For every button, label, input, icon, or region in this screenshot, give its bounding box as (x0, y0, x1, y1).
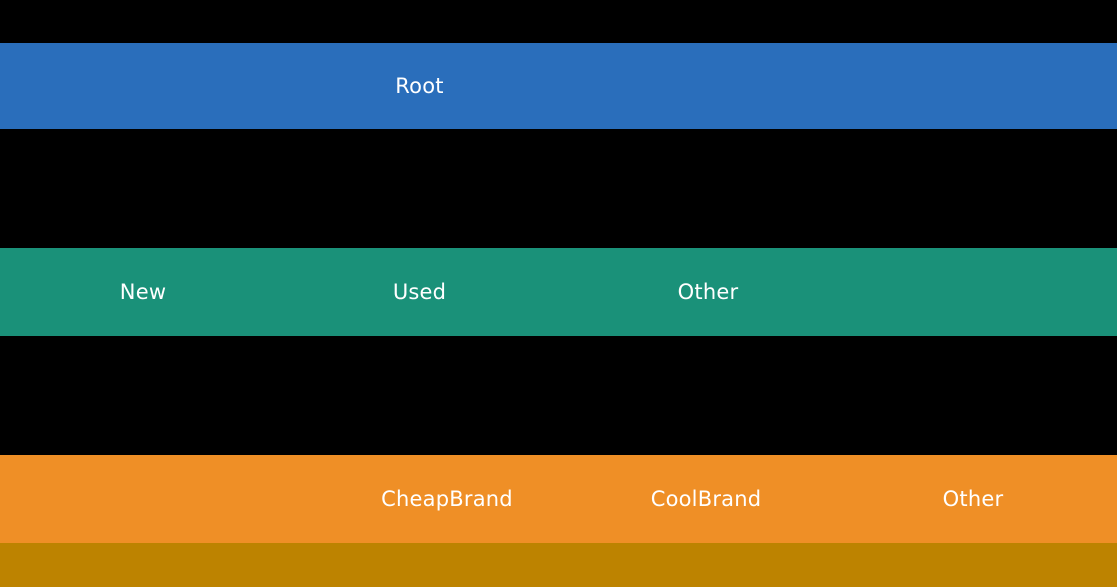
icicle-node-other[interactable]: Other (607, 248, 808, 336)
icicle-row-leaf-level (0, 543, 1117, 587)
icicle-node-blank[interactable] (1073, 455, 1117, 543)
icicle-node-blank[interactable] (520, 43, 1117, 129)
icicle-node-root[interactable]: Root (318, 43, 520, 129)
icicle-node-label: CoolBrand (650, 486, 762, 511)
icicle-node-blank[interactable] (808, 248, 1117, 336)
icicle-node-blank[interactable] (808, 455, 872, 543)
icicle-node-label: Root (395, 73, 444, 98)
icicle-node-label: New (119, 279, 167, 304)
icicle-row-brand-level: CheapBrand CoolBrand Other (0, 455, 1117, 543)
icicle-node-blank[interactable] (243, 248, 318, 336)
icicle-node-blank[interactable] (0, 248, 42, 336)
icicle-node-coolbrand[interactable]: CoolBrand (603, 455, 808, 543)
icicle-node-new[interactable]: New (42, 248, 243, 336)
icicle-node-label: Other (942, 486, 1004, 511)
icicle-node-cheapbrand[interactable]: CheapBrand (345, 455, 548, 543)
icicle-node-label: Used (392, 279, 447, 304)
icicle-node-blank[interactable] (520, 248, 607, 336)
icicle-node-blank[interactable] (548, 455, 603, 543)
icicle-row-category-level: New Used Other (0, 248, 1117, 336)
icicle-node-used[interactable]: Used (318, 248, 520, 336)
icicle-node-blank[interactable] (0, 43, 318, 129)
icicle-row-root-level: Root (0, 43, 1117, 129)
icicle-node-label: Other (677, 279, 739, 304)
icicle-node-label: CheapBrand (381, 486, 513, 511)
icicle-node-blank[interactable] (0, 455, 345, 543)
icicle-node-other[interactable]: Other (872, 455, 1073, 543)
icicle-node-blank[interactable] (0, 543, 1117, 587)
